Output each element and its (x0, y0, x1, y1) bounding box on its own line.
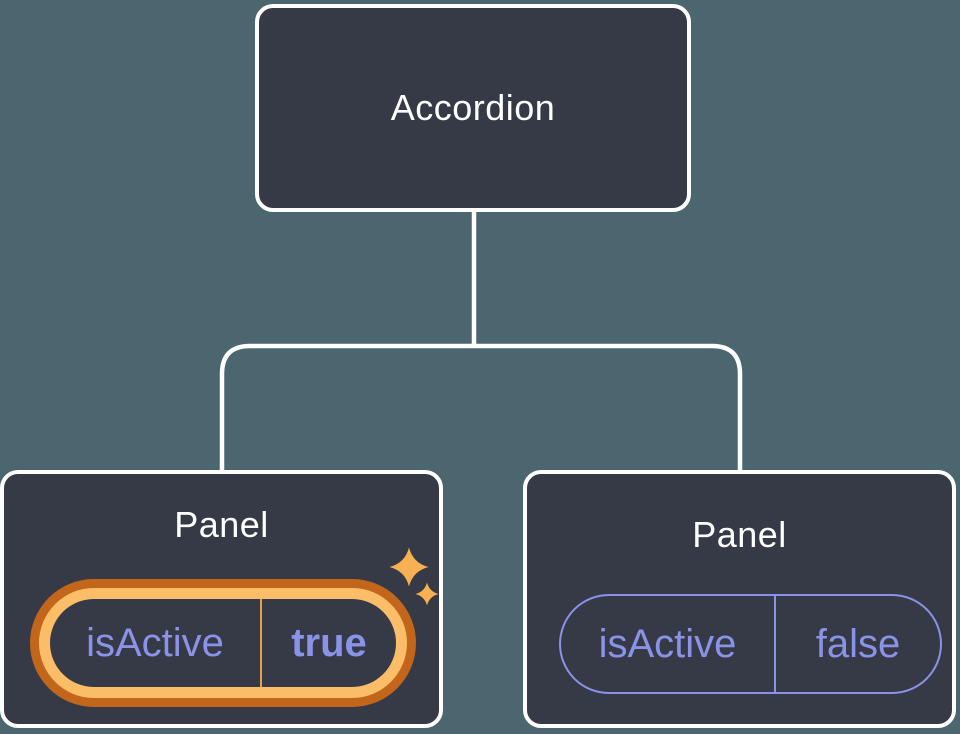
pill-divider (260, 599, 262, 687)
accordion-label: Accordion (390, 87, 556, 128)
accordion-node: Accordion (255, 4, 691, 212)
panel-node-inactive: Panel isActive false (523, 470, 956, 728)
prop-name-label: isActive (86, 620, 224, 665)
sparkles-icon (389, 547, 439, 606)
panel-node-active: Panel isActive true (0, 470, 443, 728)
panel-title: Panel (692, 514, 787, 555)
state-highlight-ring: isActive true (30, 579, 416, 707)
sparkle-small-icon (415, 582, 439, 606)
connector-branch (219, 343, 743, 471)
prop-name-label: isActive (598, 621, 737, 666)
state-pill-inactive: isActive false (559, 594, 942, 694)
prop-value-label: true (291, 620, 367, 665)
sparkle-large-icon (389, 547, 429, 587)
state-pill-active: isActive true (50, 599, 396, 687)
panel-title: Panel (174, 504, 269, 545)
pill-divider (774, 596, 776, 692)
prop-value-label: false (815, 621, 901, 666)
state-highlight-band: isActive true (39, 588, 407, 698)
